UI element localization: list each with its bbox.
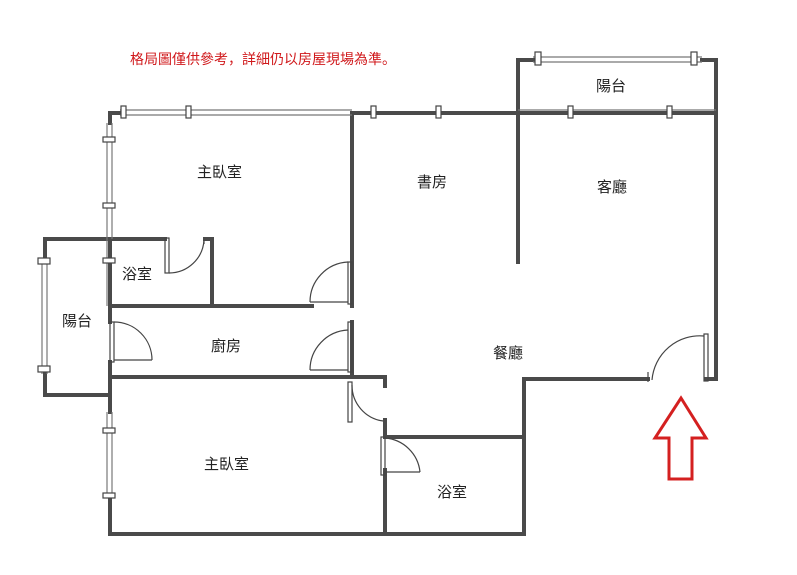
doors	[109, 237, 709, 476]
room-balcony-left: 陽台	[62, 312, 92, 330]
entrance-arrow-icon	[652, 395, 709, 481]
room-balcony-top: 陽台	[596, 77, 626, 95]
bathroom-left-door	[164, 237, 205, 274]
bedroom-bottom-door	[347, 381, 384, 423]
kitchen-left-door	[109, 321, 153, 363]
room-master-bedroom-top: 主臥室	[197, 163, 242, 181]
room-dining-room: 餐廳	[493, 344, 523, 362]
room-bathroom-left: 浴室	[122, 265, 152, 283]
disclaimer-notice: 格局圖僅供參考，詳細仍以房屋現場為準。	[130, 52, 396, 68]
bathroom-bottom-door	[380, 436, 421, 476]
window-posts	[37, 51, 698, 499]
room-bathroom-bottom: 浴室	[437, 483, 467, 501]
room-master-bedroom-bottom: 主臥室	[204, 455, 249, 473]
walls	[43, 58, 718, 536]
entrance-door	[647, 333, 709, 382]
room-study: 書房	[417, 173, 447, 191]
windows	[41, 56, 716, 498]
room-labels: 主臥室 書房 客廳 陽台 浴室 陽台 廚房 餐廳 主臥室 浴室	[62, 77, 627, 501]
bedroom-top-door	[309, 261, 353, 305]
kitchen-right-door	[309, 321, 353, 373]
room-living-room: 客廳	[597, 178, 627, 196]
room-kitchen: 廚房	[211, 337, 241, 355]
